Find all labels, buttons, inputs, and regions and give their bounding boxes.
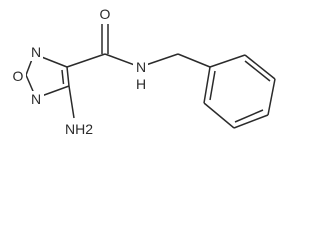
atom-label-nitrogen-ring-upper: N <box>31 44 41 60</box>
atom-label-nitrogen-ring-lower: N <box>31 91 41 107</box>
atom-oxygen-ring: O <box>11 67 26 84</box>
bond-benzene-1-2 <box>209 54 246 68</box>
molecule-structure-diagram: O N H N O N NH2 <box>11 5 276 137</box>
atom-oxygen-carbonyl: O <box>98 5 112 22</box>
atom-label-nitrogen-amide: N <box>136 59 146 75</box>
bond-benzene-inner-b <box>234 109 264 123</box>
bond-benzene-2-3 <box>244 54 276 80</box>
atom-nitrogen-ring-lower: N <box>29 91 44 108</box>
bond-ring-c3-c4-inner <box>61 69 65 85</box>
atom-label-oxygen-carbonyl: O <box>100 6 111 22</box>
bond-benzene-inner-c <box>209 70 216 101</box>
atom-nitrogen-amide: N <box>133 59 148 76</box>
bond-ch2-phenyl <box>177 53 211 68</box>
bond-layer <box>25 24 276 129</box>
atom-amino-group: NH2 <box>61 120 97 137</box>
bond-ring-c3-c4 <box>66 66 70 87</box>
bond-benzene-5-6 <box>203 102 235 129</box>
bond-c3-carbonyl-carbon <box>66 53 106 68</box>
bond-benzene-3-4 <box>267 78 276 116</box>
atom-label-oxygen-ring: O <box>13 68 24 84</box>
atom-hydrogen-amide: H <box>134 76 148 92</box>
atom-label-amino-group: NH2 <box>65 121 93 137</box>
bond-benzene-inner-a <box>244 60 271 82</box>
bond-benzene-6-1 <box>203 66 211 104</box>
atom-label-hydrogen-amide: H <box>136 76 146 92</box>
bond-benzene-4-5 <box>233 114 269 129</box>
atom-label-layer: O N H N O N NH2 <box>11 5 148 137</box>
bond-c4-amino <box>68 85 75 119</box>
atom-nitrogen-ring-upper: N <box>28 44 43 61</box>
